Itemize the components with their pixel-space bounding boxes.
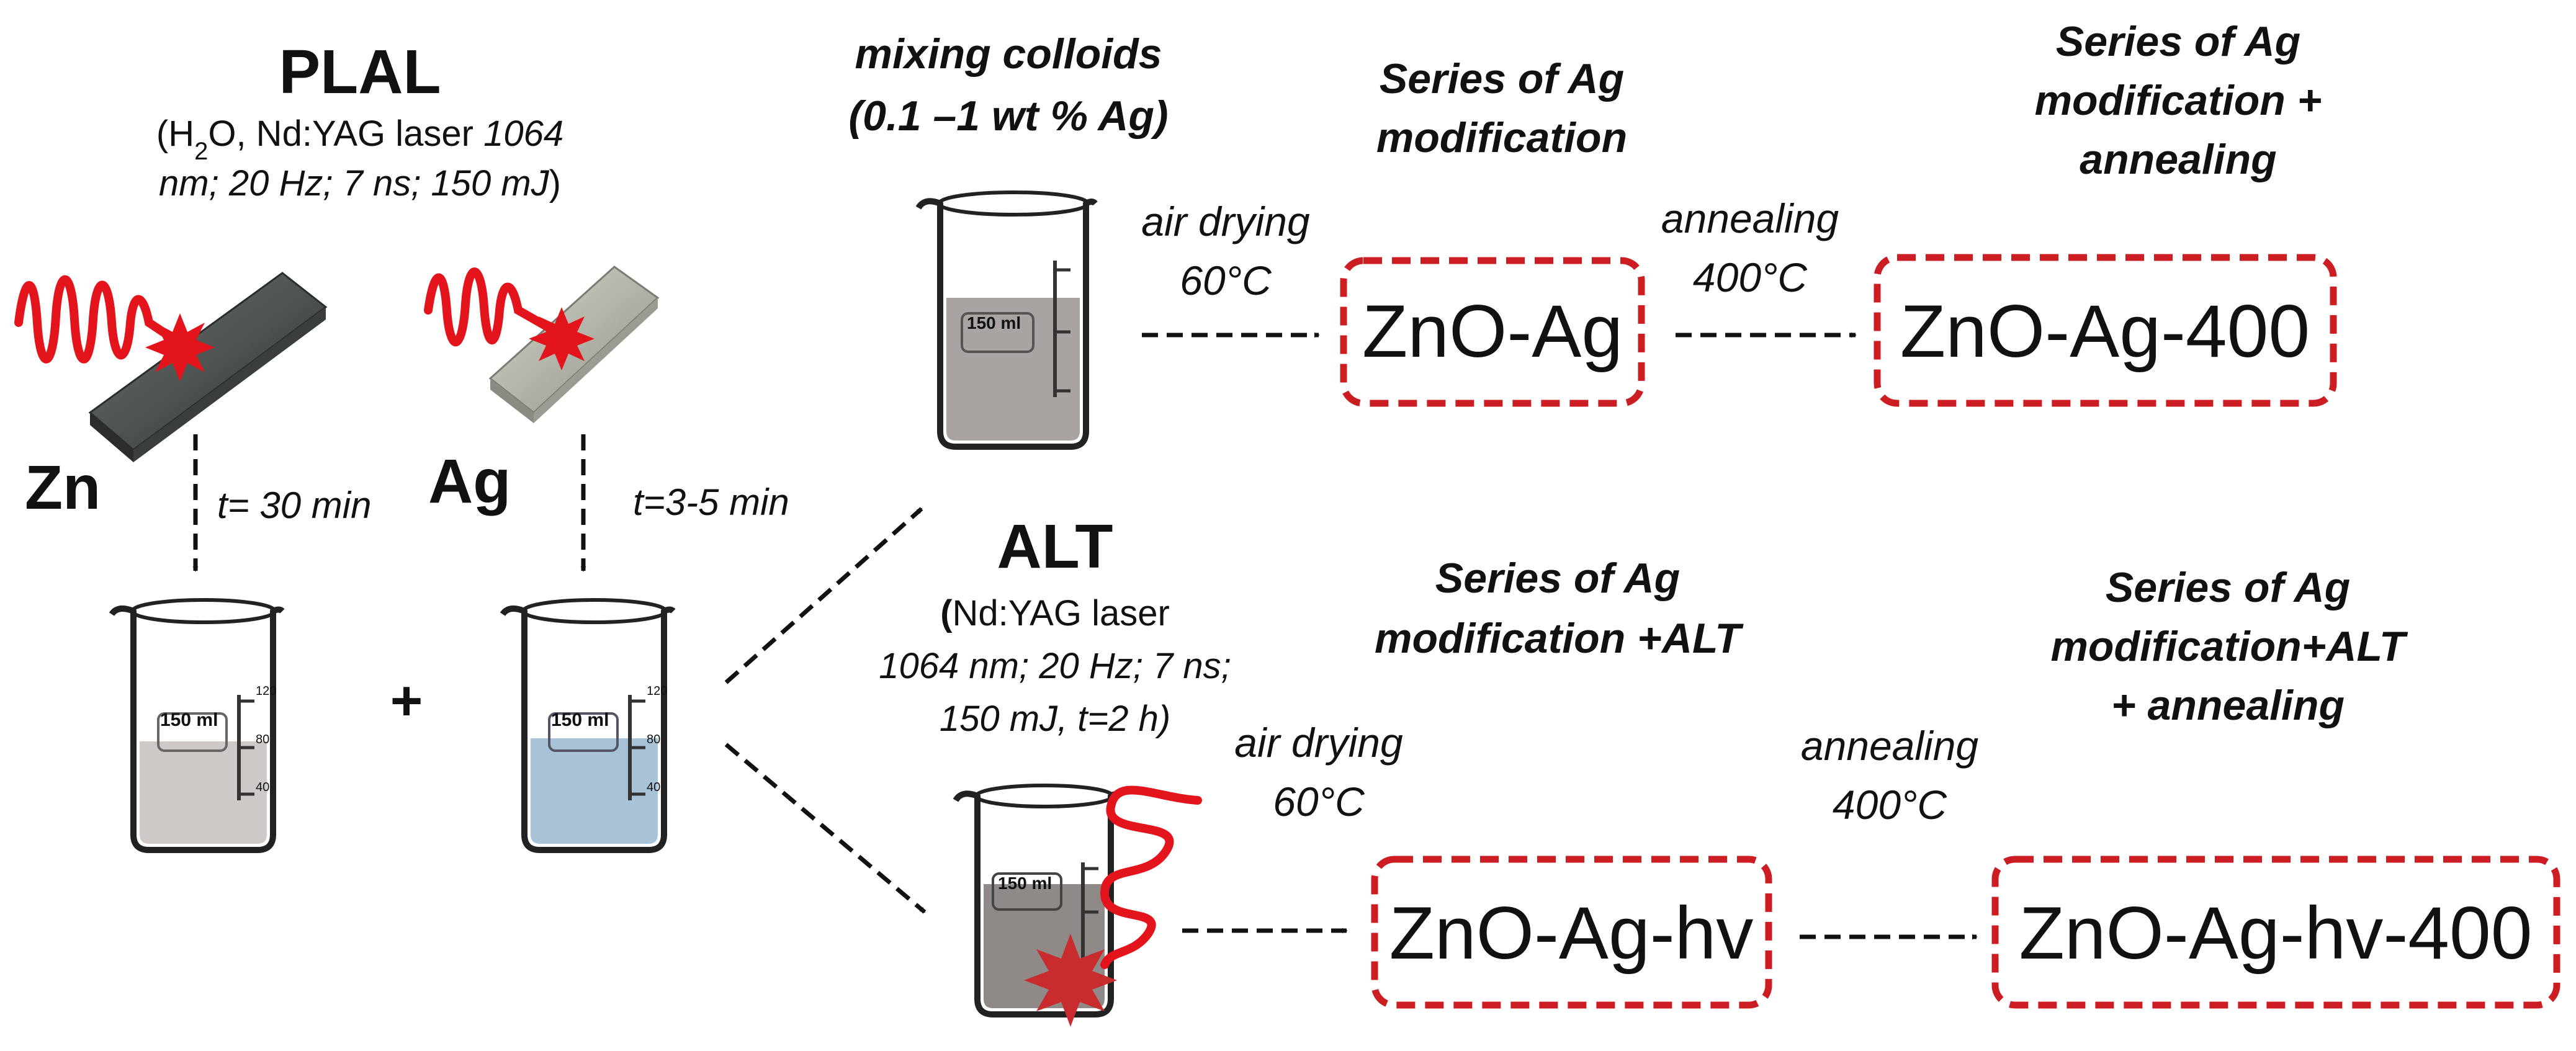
beaker-alt-volume: 150 ml	[998, 874, 1052, 893]
laser-beam-zn	[14, 275, 191, 364]
beaker-zn-tick-80: 80	[256, 733, 269, 746]
bottom-annealing-temp: 400°C	[1833, 782, 1948, 828]
series-ag-alt-line1: Series of Ag	[1435, 555, 1680, 602]
product-zno-ag-hv-400-box	[1991, 856, 2560, 1009]
bottom-drying-temp: 60°C	[1273, 779, 1365, 825]
top-annealing: annealing	[1661, 195, 1839, 241]
beaker-ag-tick-40: 40	[647, 780, 660, 794]
laser-spot-ag-icon	[529, 307, 595, 370]
zn-label: Zn	[25, 453, 101, 522]
series-ag-alt-ann-line1: Series of Ag	[2106, 564, 2350, 611]
beaker-zn-volume: 150 ml	[160, 710, 218, 730]
plus-sign: +	[390, 670, 423, 732]
product-zno-ag-hv: ZnO-Ag-hv	[1389, 892, 1754, 975]
alt-params-line1: (Nd:YAG laser	[940, 593, 1170, 633]
arrow-to-mixing	[724, 507, 923, 684]
series-ag-mod-ann-line1: Series of Ag	[2056, 18, 2300, 65]
series-ag-mod-ann-line2: modification +	[2035, 77, 2322, 124]
mixing-line2: (0.1 –1 wt % Ag)	[848, 92, 1168, 140]
product-zno-ag-400-box	[1874, 254, 2337, 407]
alt-params-line2: 1064 nm; 20 Hz; 7 ns;	[879, 646, 1231, 686]
laser-beam-ag	[424, 267, 566, 347]
bottom-air-drying: air drying	[1234, 720, 1403, 766]
laser-spot-alt-icon	[1024, 934, 1117, 1027]
series-ag-mod-line2: modification	[1376, 114, 1627, 161]
ag-ablation-time: t=3-5 min	[633, 481, 789, 523]
plal-title: PLAL	[279, 37, 441, 107]
alt-title: ALT	[997, 512, 1113, 581]
product-zno-ag-box	[1340, 257, 1645, 407]
top-air-drying: air drying	[1141, 199, 1310, 244]
series-ag-alt-line2: modification +ALT	[1375, 615, 1744, 662]
series-ag-alt-ann-line2: modification+ALT	[2050, 623, 2408, 670]
mixing-line1: mixing colloids	[855, 30, 1162, 78]
beaker-zn-tick-120: 120	[256, 684, 276, 698]
ag-label: Ag	[428, 447, 511, 516]
product-zno-ag: ZnO-Ag	[1362, 290, 1623, 373]
plal-params-line2: nm; 20 Hz; 7 ns; 150 mJ)	[159, 163, 561, 203]
zn-ablation-time: t= 30 min	[217, 485, 371, 526]
product-zno-ag-400: ZnO-Ag-400	[1900, 290, 2310, 373]
laser-beam-alt	[1100, 785, 1202, 969]
bottom-annealing: annealing	[1801, 723, 1979, 769]
beaker-zn-colloid	[109, 598, 285, 853]
laser-spot-zn-icon	[145, 313, 215, 382]
series-ag-mod-ann-line3: annealing	[2080, 136, 2276, 183]
top-annealing-temp: 400°C	[1693, 254, 1808, 300]
beaker-ag-tick-120: 120	[647, 684, 667, 698]
beaker-ag-volume: 150 ml	[551, 710, 609, 730]
alt-params-line3: 150 mJ, t=2 h)	[940, 699, 1170, 739]
plal-params-line1: (H2O, Nd:YAG laser 1064	[156, 114, 563, 165]
product-zno-ag-hv-box	[1371, 856, 1772, 1009]
beaker-mixed-volume: 150 ml	[967, 313, 1021, 333]
series-ag-mod-line1: Series of Ag	[1380, 55, 1624, 102]
series-ag-alt-ann-line3: + annealing	[2111, 682, 2345, 729]
beaker-mixed-colloid	[915, 190, 1098, 450]
beaker-ag-tick-80: 80	[647, 733, 660, 746]
beaker-zn-tick-40: 40	[256, 780, 269, 794]
product-zno-ag-hv-400: ZnO-Ag-hv-400	[2019, 892, 2533, 975]
zn-target	[88, 272, 328, 462]
beaker-ag-colloid	[500, 598, 676, 853]
top-drying-temp: 60°C	[1180, 257, 1272, 303]
arrow-to-alt	[724, 743, 927, 914]
